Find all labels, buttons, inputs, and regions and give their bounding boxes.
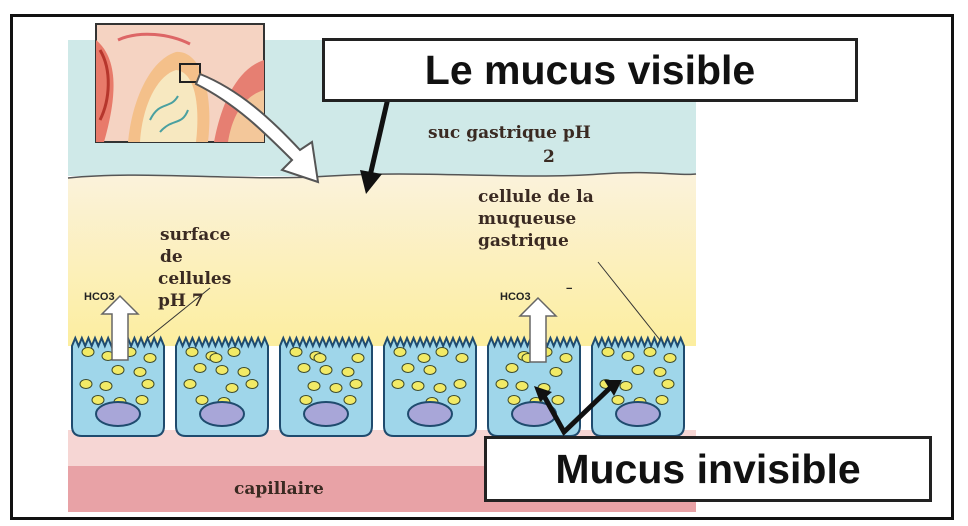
mucus-granule — [515, 381, 529, 391]
capillary-label: capillaire — [234, 479, 324, 499]
mucus-granule — [631, 365, 645, 375]
mucus-granule — [185, 347, 199, 357]
mucus-granule — [329, 383, 343, 393]
mucus-granule — [549, 367, 563, 377]
invisible-mucus-pointer — [534, 380, 622, 437]
mucus-granule — [183, 379, 197, 389]
cell-surface-leader — [147, 287, 211, 339]
mucus-granule — [621, 351, 635, 361]
mucus-granule — [435, 347, 449, 357]
mucus-granule — [505, 363, 519, 373]
mucus-granule — [225, 383, 239, 393]
mucus-granule — [299, 395, 313, 405]
mucus-granule — [297, 363, 311, 373]
mucus-granule — [661, 379, 675, 389]
bicarbonate-arrow-right — [518, 296, 558, 363]
invisible-mucus-callout: Mucus invisible — [484, 436, 932, 502]
mucus-granule — [341, 367, 355, 377]
mucus-granule — [135, 395, 149, 405]
gastric-juice-label-line2: 2 — [543, 147, 555, 167]
epithelial-cells — [71, 335, 685, 437]
mucus-granule — [655, 395, 669, 405]
mucus-granule — [91, 395, 105, 405]
mucus-granule — [433, 383, 447, 393]
mucus-granule — [423, 365, 437, 375]
mucus-granule — [313, 353, 327, 363]
cell-nucleus — [303, 401, 349, 427]
mucus-granule — [133, 367, 147, 377]
gastric-juice-label-line1: suc gastrique pH — [428, 123, 591, 143]
bicarbonate-label-right: HCO3 — [500, 291, 531, 303]
mucus-granule — [455, 353, 469, 363]
bicarbonate-arrow-left — [100, 294, 140, 361]
visible-mucus-pointer — [360, 97, 391, 194]
mucus-granule — [643, 347, 657, 357]
cell-surface-label-line4: pH 7 — [158, 291, 204, 311]
mucus-granule — [111, 365, 125, 375]
mucus-granule — [307, 381, 321, 391]
mucus-granule — [417, 353, 431, 363]
mucus-surface-line — [67, 171, 697, 179]
cell-nucleus — [95, 401, 141, 427]
epithelial-cell — [383, 335, 477, 437]
mucus-granule — [453, 379, 467, 389]
mucus-granule — [209, 353, 223, 363]
mucus-granule — [551, 395, 565, 405]
mucus-granule — [227, 347, 241, 357]
mucus-granule — [401, 363, 415, 373]
cell-surface-label-line3: cellules — [158, 269, 231, 289]
bicarbonate-charge-right: − — [566, 283, 572, 295]
mucus-granule — [319, 365, 333, 375]
mucus-granule — [393, 347, 407, 357]
epithelial-cell — [279, 335, 373, 437]
mucus-granule — [141, 379, 155, 389]
cell-nucleus — [407, 401, 453, 427]
mucus-granule — [289, 347, 303, 357]
mucus-granule — [245, 379, 259, 389]
mucus-granule — [343, 395, 357, 405]
epithelial-cell — [487, 335, 581, 437]
mucus-granule — [99, 381, 113, 391]
mucus-granule — [237, 367, 251, 377]
cell-surface-label-line2: de — [160, 247, 183, 267]
mucosa-cell-label-line3: gastrique — [478, 231, 569, 251]
mucus-granule — [349, 379, 363, 389]
mucus-granule — [559, 353, 573, 363]
mucosa-cell-leader — [597, 261, 661, 341]
stomach-wall-inset — [95, 23, 265, 143]
mucus-granule — [79, 379, 93, 389]
mucosa-cell-label-line1: cellule de la — [478, 187, 594, 207]
visible-mucus-callout: Le mucus visible — [322, 38, 858, 102]
mucus-granule — [143, 353, 157, 363]
mucus-granule — [653, 367, 667, 377]
epithelial-cell — [71, 335, 165, 437]
mucus-granule — [611, 395, 625, 405]
mucus-granule — [351, 353, 365, 363]
epithelial-cell — [591, 335, 685, 437]
mucus-granule — [215, 365, 229, 375]
magnify-arrow — [194, 72, 320, 184]
cell-nucleus — [615, 401, 661, 427]
mucus-granule — [193, 363, 207, 373]
mucus-granule — [411, 381, 425, 391]
mucosa-cell-label-line2: muqueuse — [478, 209, 576, 229]
cell-nucleus — [199, 401, 245, 427]
epithelial-cell — [175, 335, 269, 437]
mucus-granule — [81, 347, 95, 357]
cell-surface-label-line1: surface — [160, 225, 231, 245]
mucus-granule — [391, 379, 405, 389]
mucus-granule — [507, 395, 521, 405]
mucus-granule — [663, 353, 677, 363]
mucus-granule — [495, 379, 509, 389]
mucus-granule — [195, 395, 209, 405]
mucus-granule — [601, 347, 615, 357]
mucus-granule — [619, 381, 633, 391]
mucus-granule — [447, 395, 461, 405]
bicarbonate-label-left: HCO3 — [84, 291, 115, 303]
